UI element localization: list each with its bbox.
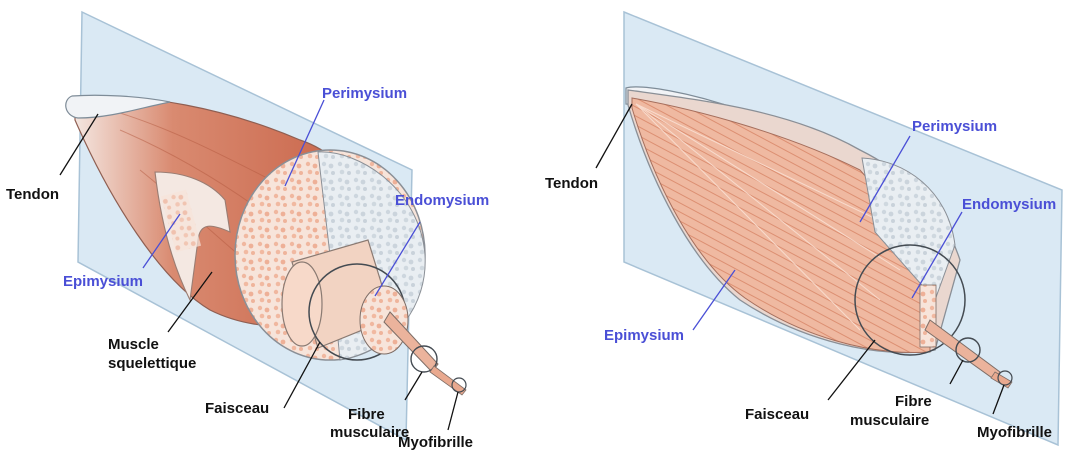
- left-label-tendon: Tendon: [6, 186, 59, 203]
- left-label-fascicle: Faisceau: [205, 400, 269, 417]
- left-label-fiber-line1: Fibre: [348, 406, 385, 423]
- right-label-myofibril: Myofibrille: [977, 424, 1052, 441]
- right-label-fiber-line1: Fibre: [895, 393, 932, 410]
- right-label-tendon: Tendon: [545, 175, 598, 192]
- right-label-perimysium: Perimysium: [912, 118, 997, 135]
- left-diagram: Tendon Perimysium Endomysium Epimysium M…: [6, 12, 489, 451]
- left-label-myofibril: Myofibrille: [398, 434, 473, 451]
- right-diagram: Tendon Perimysium Endomysium Epimysium F…: [545, 12, 1062, 445]
- right-label-endomysium: Endomysium: [962, 196, 1056, 213]
- left-label-endomysium: Endomysium: [395, 192, 489, 209]
- left-label-muscle-line2: squelettique: [108, 355, 196, 372]
- left-label-muscle-line1: Muscle: [108, 336, 159, 353]
- right-label-epimysium: Epimysium: [604, 327, 684, 344]
- right-label-fascicle: Faisceau: [745, 406, 809, 423]
- right-label-fiber-line2: musculaire: [850, 412, 929, 429]
- right-fascicle-cut: [920, 285, 936, 347]
- left-label-perimysium: Perimysium: [322, 85, 407, 102]
- left-label-epimysium: Epimysium: [63, 273, 143, 290]
- left-myofibril-leader: [448, 392, 458, 430]
- left-fiber-bundle-face: [360, 286, 408, 354]
